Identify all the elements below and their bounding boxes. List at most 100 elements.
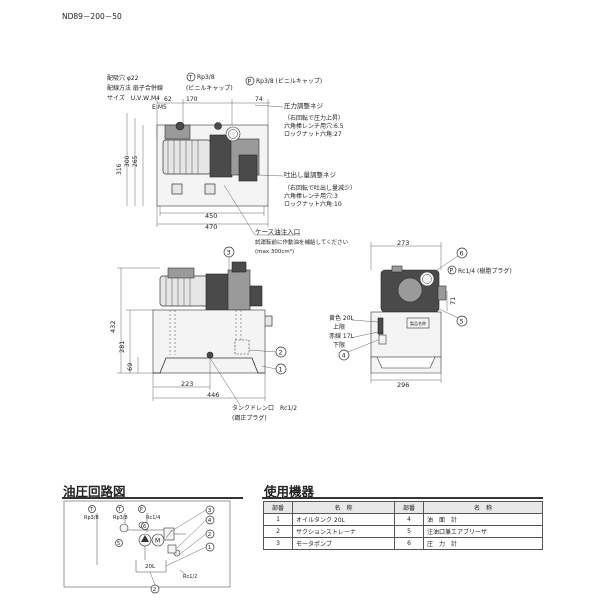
callout-6-side-label: 6 xyxy=(460,250,464,258)
cell-no: 5 xyxy=(394,525,424,538)
level-upper: 上限 xyxy=(333,323,345,331)
vinyl-cap-a: (ビニルキャップ) xyxy=(186,84,233,92)
name-plate-text: 製品名称 xyxy=(410,320,426,326)
cell-no: 6 xyxy=(394,537,424,550)
level-yellow: 黄色 20L xyxy=(329,314,355,322)
callout-5-side-label: 5 xyxy=(460,318,464,326)
circuit-title-rule xyxy=(62,497,243,499)
level-lower: 下限 xyxy=(333,341,345,349)
circuit-callout-2a: 2 xyxy=(208,532,212,538)
circuit-t2-label: T xyxy=(117,507,122,513)
equipment-title-rule xyxy=(262,497,543,499)
pressure-gauge-side xyxy=(419,271,435,287)
pc-port-label: Rc1/4 (樹脂プラグ) xyxy=(458,267,512,275)
motor-top xyxy=(162,139,212,175)
size-label-e: E:M5 xyxy=(152,104,167,111)
callout-t-top-label: T xyxy=(188,75,193,82)
callout-2-front-label: 2 xyxy=(279,349,283,357)
dim-74: 74 xyxy=(255,96,263,103)
circuit-callout-3: 3 xyxy=(208,508,212,514)
port-rp38-b: Rp3/8 (ビニルキャップ) xyxy=(256,77,322,85)
size-label: サイズ U,V,W,M4 xyxy=(107,94,160,102)
dim-446: 446 xyxy=(207,391,219,399)
pressure-screw-l1: （右回転で圧力上昇） xyxy=(284,114,344,122)
callout-2-front xyxy=(275,346,287,358)
case-oil-note2: (max 300cm³) xyxy=(255,248,294,255)
discharge-screw-title: 吐出し量調整ネジ xyxy=(284,170,337,179)
pressure-gauge-top xyxy=(225,126,241,142)
callout-4-side xyxy=(338,349,350,361)
callout-p-side xyxy=(447,265,457,275)
callout-p-top-label: P xyxy=(248,79,252,86)
circuit-callout-2b: 2 xyxy=(153,587,157,593)
tank-drain-label: タンクドレン口 Rc1/2 xyxy=(232,404,297,412)
dim-296: 296 xyxy=(397,381,409,389)
dim-450: 450 xyxy=(205,212,217,220)
case-oil-note1: 試運転前に作動油を補給してください xyxy=(255,238,349,246)
valve-top-front xyxy=(231,261,247,273)
model-code: ND89－200－50 xyxy=(62,12,122,21)
equipment-table: 部番 名 称 部番 名 称 1 オイルタンク 20L 4 油 面 計 2 サクシ… xyxy=(263,501,543,550)
equipment-header-row: 部番 名 称 部番 名 称 xyxy=(263,501,543,514)
circuit-t-label: T xyxy=(89,507,94,513)
callout-6-side xyxy=(456,247,468,259)
cell-name: オイルタンク 20L xyxy=(292,513,395,526)
side-view: 273 6 P Rc1/4 (樹脂プラグ) 71 5 製品名称 黄色 20L 上… xyxy=(329,239,512,389)
dim-273: 273 xyxy=(397,239,409,247)
discharge-screw-l3: ロックナット六角:10 xyxy=(284,200,342,208)
cell-name: 注油口兼エアブリーザ xyxy=(423,525,543,538)
dim-71: 71 xyxy=(449,297,457,305)
circuit-callout-6: 6 xyxy=(143,524,146,530)
callout-t-top xyxy=(186,72,196,82)
cell-name: モータポンプ xyxy=(292,537,395,550)
callout-1-front-label: 1 xyxy=(279,366,283,374)
circuit-callout-1: 1 xyxy=(208,545,212,551)
callout-3-front-label: 3 xyxy=(227,249,231,257)
dim-223: 223 xyxy=(181,380,193,388)
dim-281: 281 xyxy=(118,341,126,353)
cell-name: サクションストレーナ xyxy=(292,525,395,538)
cell-name: 圧 力 計 xyxy=(423,537,543,550)
valve-block-top xyxy=(238,154,258,182)
cell-no: 4 xyxy=(394,513,424,526)
circuit-callout-4: 4 xyxy=(208,518,212,524)
cell-no: 1 xyxy=(263,513,293,526)
front-view: 3 432 281 69 xyxy=(109,246,297,422)
circuit-rp38-t: Rp3/8 xyxy=(84,515,99,521)
circuit-tank-20l: 20L xyxy=(145,564,156,570)
callout-1-front xyxy=(275,363,287,375)
drain-plug-front xyxy=(206,351,214,359)
circuit-title: 油圧回路図 xyxy=(63,484,126,499)
callout-p-top xyxy=(245,76,255,86)
pump-body-front xyxy=(227,269,251,311)
circuit-rp38-b: Rp3/8 xyxy=(113,515,128,521)
callout-p-side-label: P xyxy=(450,268,454,275)
table-row: 3 モータポンプ 6 圧 力 計 xyxy=(263,537,543,550)
header-no-1: 部番 xyxy=(263,501,293,514)
port-rp38-a: Rp3/8 xyxy=(197,74,215,81)
circuit-motor-m: M xyxy=(155,538,160,545)
tank-side xyxy=(370,311,442,358)
header-name-1: 名 称 xyxy=(292,501,395,514)
circuit-p-label: P xyxy=(140,507,143,513)
pump-flange-front xyxy=(205,273,229,311)
header-no-2: 部番 xyxy=(394,501,424,514)
circuit-callout-5: 5 xyxy=(117,541,120,547)
discharge-screw-l2: 六角棒レンチ用穴:3 xyxy=(284,192,338,200)
table-row: 2 サクションストレーナ 5 注油口兼エアブリーザ xyxy=(263,525,543,538)
port-t-top xyxy=(175,121,185,131)
circuit-rc12: Rc1/2 xyxy=(183,574,197,580)
dim-62: 62 xyxy=(164,96,172,103)
callout-5-side xyxy=(456,315,468,327)
terminal-box-front xyxy=(167,267,195,279)
equipment-title: 使用機器 xyxy=(264,484,315,499)
table-row: 1 オイルタンク 20L 4 油 面 計 xyxy=(263,513,543,526)
cell-no: 2 xyxy=(263,525,293,538)
dim-69: 69 xyxy=(126,363,134,371)
cell-name: 油 面 計 xyxy=(423,513,543,526)
wiring-method-label: 配線方法 扇子合併線 xyxy=(107,84,163,92)
level-gauge xyxy=(377,317,384,335)
pump-flange-top xyxy=(209,134,233,178)
